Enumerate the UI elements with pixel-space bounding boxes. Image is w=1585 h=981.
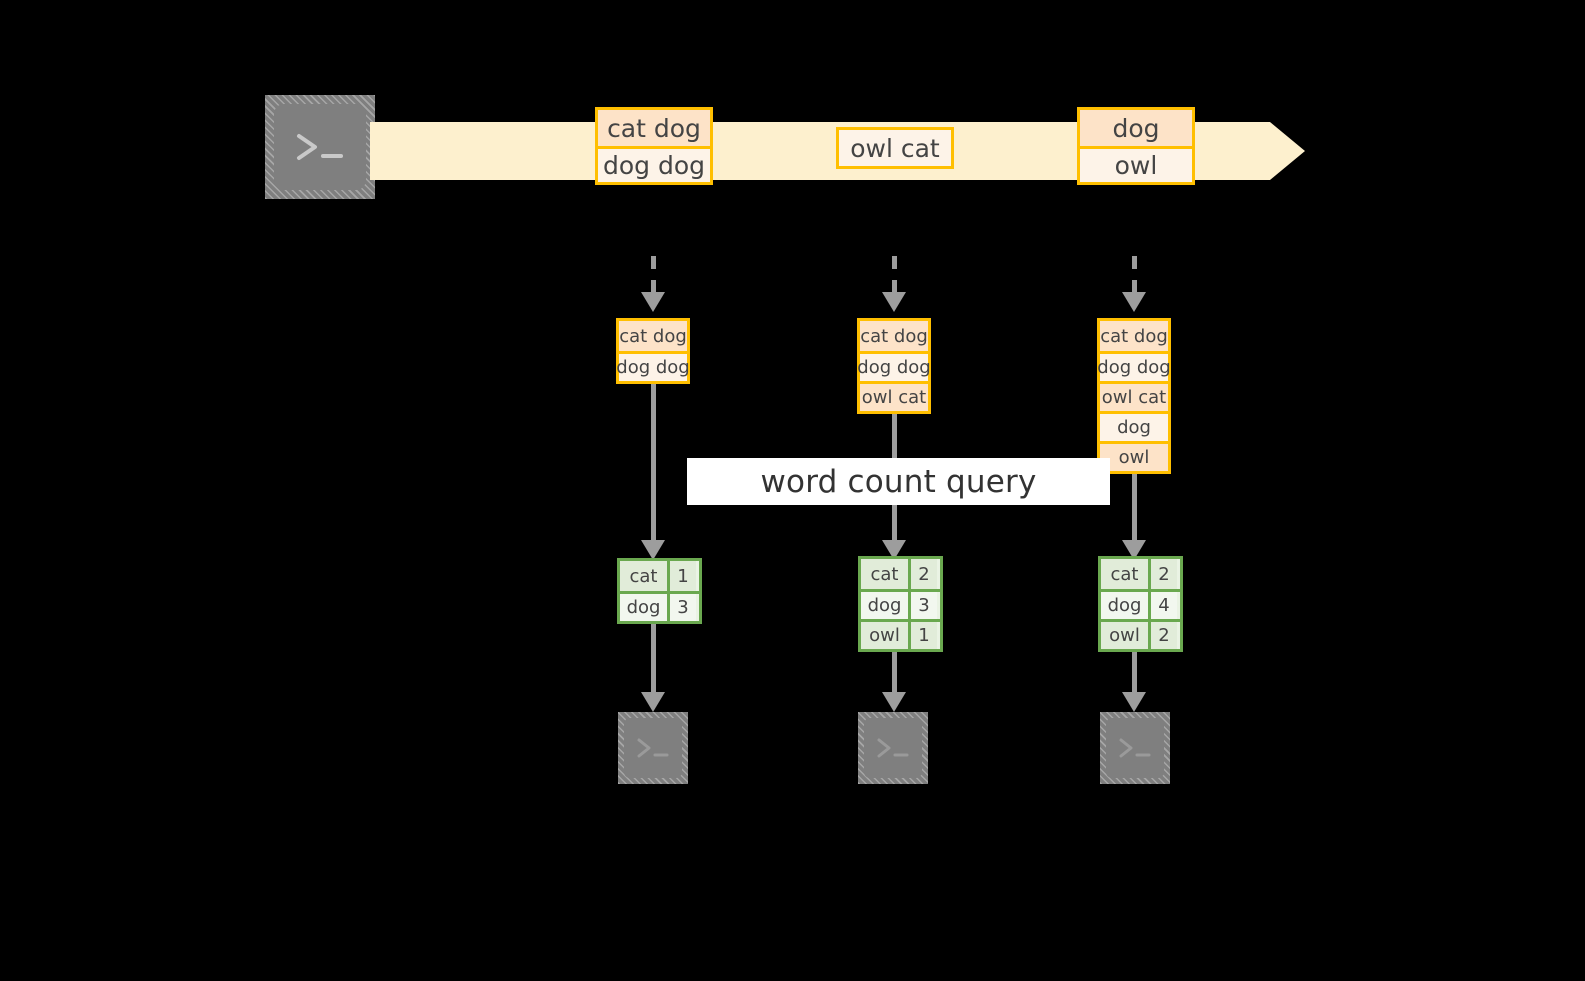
snapshot-2-query-connector-arrowhead-icon [882, 540, 906, 560]
snapshot-3-input-line-2: dog dog [1097, 351, 1171, 381]
snapshot-3-sink-connector [1132, 652, 1137, 696]
snapshot-1-input-line-1: cat dog [619, 321, 687, 351]
snapshot-3-input-line-5: owl [1100, 441, 1168, 471]
snapshot-1-input-line-2: dog dog [616, 351, 690, 381]
snapshot-1-result-word-1: cat [620, 561, 667, 591]
stream-batch-3-line-2: owl [1080, 146, 1192, 182]
snapshot-2-input-line-3: owl cat [860, 381, 928, 411]
snapshot-1-query-connector [651, 384, 656, 546]
table-row: dog 3 [620, 591, 699, 621]
snapshot-1-sink-connector [651, 624, 656, 696]
snapshot-3-result-table: cat 2 dog 4 owl 2 [1098, 556, 1183, 652]
dashed-connector-1 [651, 256, 656, 296]
snapshot-2-result-table: cat 2 dog 3 owl 1 [858, 556, 943, 652]
stream-batch-3: dog owl [1077, 107, 1195, 185]
snapshot-1-result-word-2: dog [620, 594, 667, 621]
dashed-connector-2 [892, 256, 897, 296]
snapshot-2-sink-prompt-glyph [858, 712, 928, 784]
stream-batch-1-line-1: cat dog [598, 110, 710, 146]
snapshot-2-result-word-3: owl [861, 622, 908, 649]
table-row: dog 4 [1101, 589, 1180, 619]
snapshot-1-result-table: cat 1 dog 3 [617, 558, 702, 624]
table-row: dog 3 [861, 589, 940, 619]
dashed-connector-2-arrowhead-icon [882, 292, 906, 312]
snapshot-1-sink-connector-arrowhead-icon [641, 692, 665, 712]
query-label-band: word count query [687, 458, 1110, 505]
stream-batch-1: cat dog dog dog [595, 107, 713, 185]
source-terminal-prompt-glyph [265, 95, 375, 199]
table-row: cat 1 [620, 561, 699, 591]
stream-batch-3-line-1: dog [1080, 110, 1192, 146]
snapshot-1-sink-terminal-body [624, 718, 682, 778]
snapshot-2-result-count-3: 1 [908, 622, 937, 649]
snapshot-2-sink-connector [892, 652, 897, 696]
stream-arrowhead-icon [1270, 122, 1305, 180]
snapshot-2-sink-terminal-icon [858, 712, 928, 784]
snapshot-3-result-count-3: 2 [1148, 622, 1177, 649]
snapshot-3-sink-prompt-glyph [1100, 712, 1170, 784]
snapshot-3-result-count-1: 2 [1148, 559, 1177, 589]
snapshot-3-result-word-1: cat [1101, 559, 1148, 589]
dashed-connector-3 [1132, 256, 1137, 296]
stream-batch-2: owl cat [836, 127, 954, 169]
snapshot-1-sink-terminal-icon [618, 712, 688, 784]
snapshot-3-query-connector-arrowhead-icon [1122, 540, 1146, 560]
stream-batch-1-line-2: dog dog [598, 146, 710, 182]
snapshot-2-result-word-1: cat [861, 559, 908, 589]
snapshot-2-result-word-2: dog [861, 592, 908, 619]
table-row: owl 1 [861, 619, 940, 649]
snapshot-3-sink-terminal-icon [1100, 712, 1170, 784]
snapshot-2-result-count-1: 2 [908, 559, 937, 589]
snapshot-3-input-line-4: dog [1100, 411, 1168, 441]
snapshot-3-result-count-2: 4 [1148, 592, 1177, 619]
snapshot-2-result-count-2: 3 [908, 592, 937, 619]
snapshot-1-sink-prompt-glyph [618, 712, 688, 784]
snapshot-2-input-line-2: dog dog [857, 351, 931, 381]
snapshot-3-sink-connector-arrowhead-icon [1122, 692, 1146, 712]
dashed-connector-3-arrowhead-icon [1122, 292, 1146, 312]
snapshot-3-input-line-1: cat dog [1100, 321, 1168, 351]
table-row: cat 2 [861, 559, 940, 589]
snapshot-1-input-table: cat dog dog dog [616, 318, 690, 384]
snapshot-2-input-line-1: cat dog [860, 321, 928, 351]
stream-batch-2-line-1: owl cat [839, 130, 951, 166]
snapshot-1-query-connector-arrowhead-icon [641, 540, 665, 560]
snapshot-2-sink-terminal-body [864, 718, 922, 778]
table-row: owl 2 [1101, 619, 1180, 649]
dashed-connector-1-arrowhead-icon [641, 292, 665, 312]
snapshot-1-result-count-2: 3 [667, 594, 696, 621]
snapshot-3-sink-terminal-body [1106, 718, 1164, 778]
snapshot-3-query-connector [1132, 474, 1137, 546]
snapshot-3-result-word-3: owl [1101, 622, 1148, 649]
snapshot-2-input-table: cat dog dog dog owl cat [857, 318, 931, 414]
source-terminal-body [274, 104, 366, 190]
query-label-text: word count query [760, 463, 1037, 500]
snapshot-3-input-line-3: owl cat [1100, 381, 1168, 411]
snapshot-2-sink-connector-arrowhead-icon [882, 692, 906, 712]
snapshot-3-result-word-2: dog [1101, 592, 1148, 619]
snapshot-3-input-table: cat dog dog dog owl cat dog owl [1097, 318, 1171, 474]
table-row: cat 2 [1101, 559, 1180, 589]
source-terminal-icon [265, 95, 375, 199]
snapshot-1-result-count-1: 1 [667, 561, 696, 591]
